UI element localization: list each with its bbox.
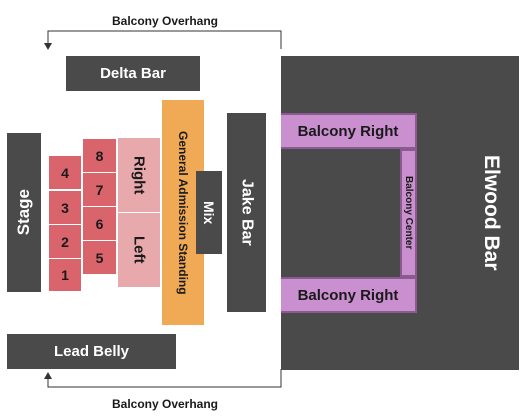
section-2[interactable]: 2 (48, 224, 82, 259)
section-4[interactable]: 4 (48, 155, 82, 190)
section-8[interactable]: 8 (82, 138, 117, 173)
section-5[interactable]: 5 (82, 240, 117, 275)
jake-bar-area[interactable]: Jake Bar (227, 113, 266, 312)
balcony-right-bottom-label: Balcony Right (297, 286, 399, 304)
section-5-label: 5 (95, 249, 104, 266)
right-section-label: Right (130, 155, 148, 195)
lead-belly-label: Lead Belly (53, 343, 130, 360)
section-3-label: 3 (61, 199, 69, 216)
section-1[interactable]: 1 (48, 258, 82, 292)
balcony-center-label: Balcony Center (403, 176, 414, 250)
delta-bar-label: Delta Bar (100, 65, 166, 82)
section-2-label: 2 (61, 233, 69, 250)
section-8-label: 8 (95, 147, 104, 164)
left-section-label: Left (130, 236, 148, 264)
section-7-label: 7 (95, 181, 104, 198)
section-4-label: 4 (61, 164, 69, 181)
section-6-label: 6 (95, 215, 104, 232)
elwood-bar-label: Elwood Bar (480, 155, 503, 271)
stage-label: Stage (14, 189, 33, 236)
balcony-overhang-bottom-label: Balcony Overhang (111, 397, 219, 411)
balcony-right-top[interactable]: Balcony Right (281, 113, 417, 149)
balcony-center[interactable]: Balcony Center (400, 149, 417, 277)
mix-booth[interactable]: Mix (196, 171, 222, 254)
left-section[interactable]: Left (118, 213, 160, 287)
balcony-right-bottom[interactable]: Balcony Right (281, 277, 417, 313)
section-3[interactable]: 3 (48, 190, 82, 225)
general-admission-standing-label: General Admission Standing (176, 130, 190, 295)
right-section[interactable]: Right (118, 138, 160, 213)
delta-bar-area[interactable]: Delta Bar (66, 56, 200, 91)
section-6[interactable]: 6 (82, 206, 117, 241)
stage-area[interactable]: Stage (7, 133, 41, 292)
balcony-right-top-label: Balcony Right (297, 122, 399, 140)
lead-belly-area[interactable]: Lead Belly (7, 334, 176, 369)
section-7[interactable]: 7 (82, 172, 117, 207)
balcony-overhang-top-label: Balcony Overhang (111, 14, 219, 28)
jake-bar-label: Jake Bar (238, 179, 256, 246)
mix-label: Mix (201, 200, 217, 225)
section-1-label: 1 (61, 267, 69, 283)
